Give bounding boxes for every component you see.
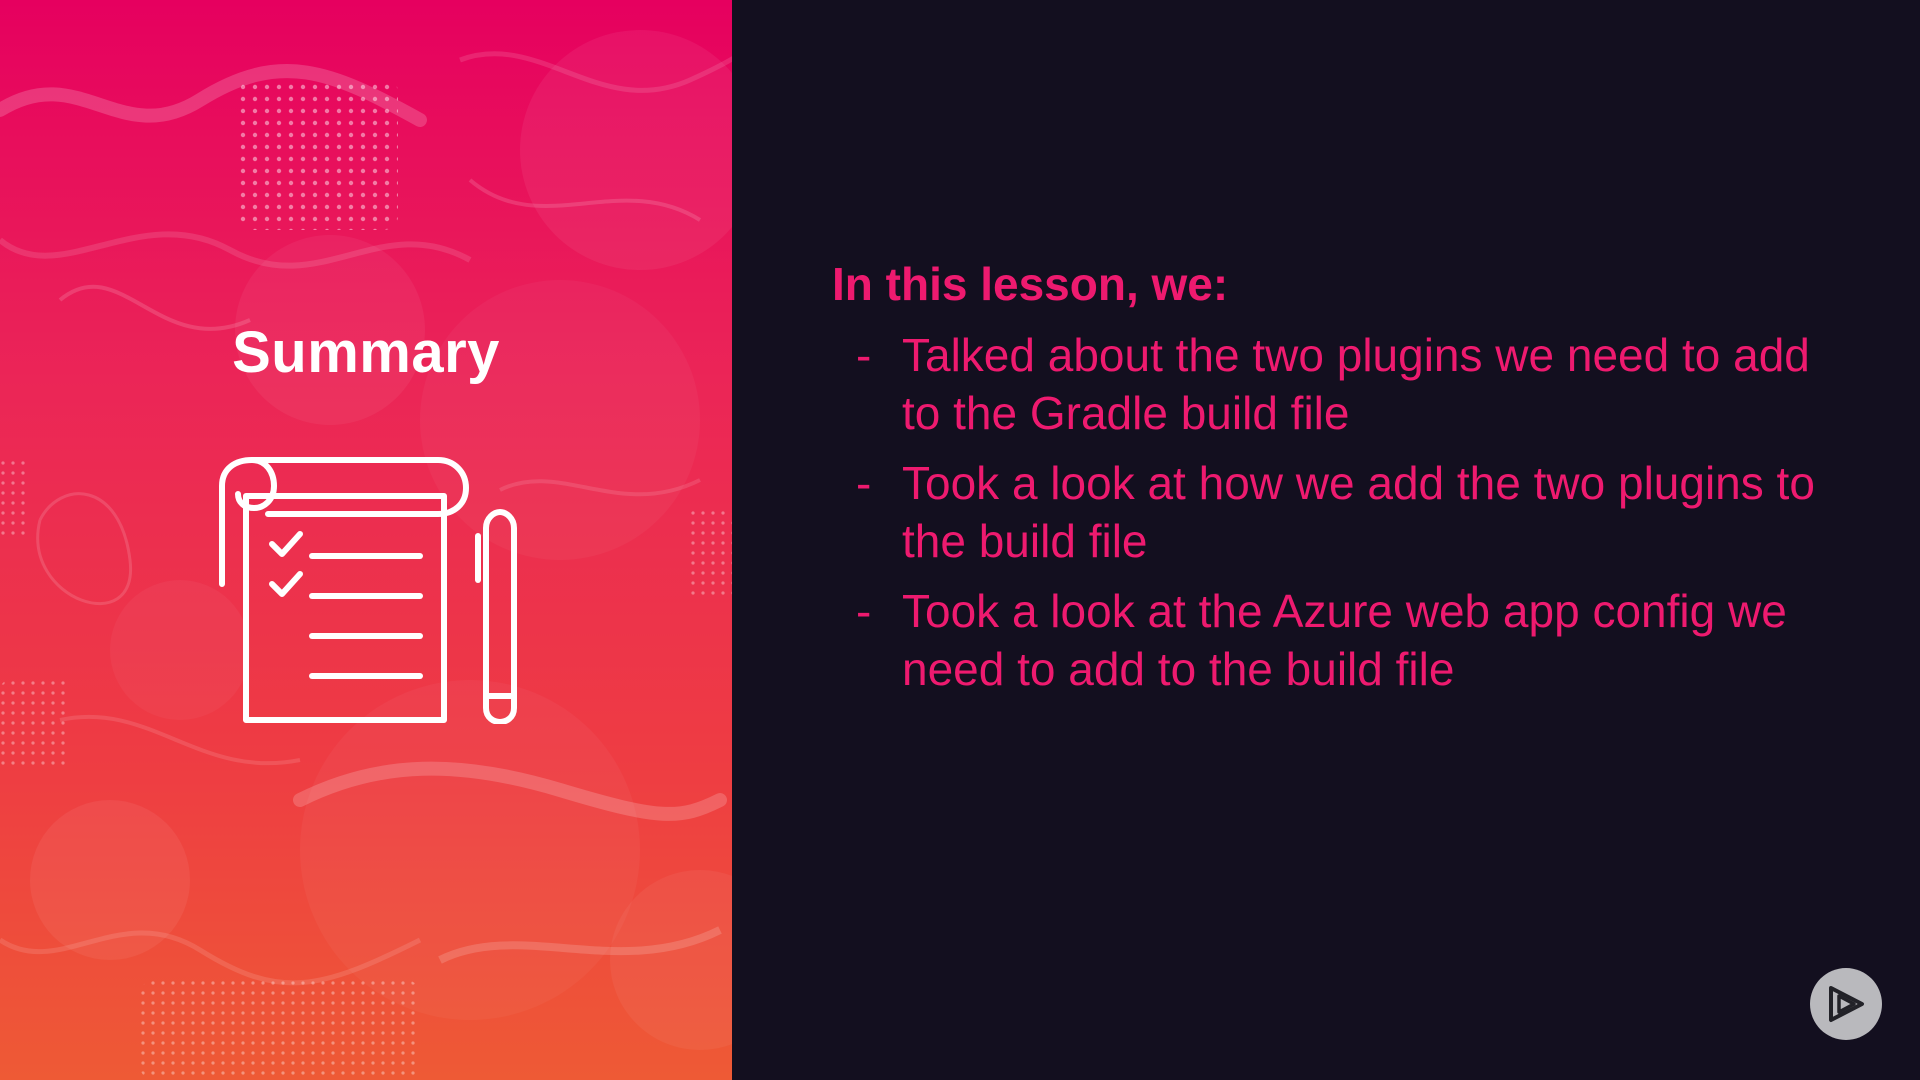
checklist-notepad-with-pen-icon xyxy=(219,457,517,724)
bullet-text: Took a look at the Azure web app config … xyxy=(902,585,1787,695)
play-logo-icon xyxy=(1829,986,1864,1022)
lesson-heading: In this lesson, we: xyxy=(832,258,1229,310)
list-item: - Took a look at how we add the two plug… xyxy=(856,454,1856,570)
summary-title: Summary xyxy=(232,320,500,385)
bullet-dash: - xyxy=(856,329,872,381)
bullet-dash: - xyxy=(856,585,872,637)
list-item: - Took a look at the Azure web app confi… xyxy=(856,582,1856,698)
decorative-background xyxy=(0,30,732,1080)
bullet-text: Took a look at how we add the two plugin… xyxy=(902,457,1815,567)
title-panel: Summary xyxy=(0,0,732,1080)
content-panel xyxy=(732,0,1920,1080)
bullet-text: Talked about the two plugins we need to … xyxy=(902,329,1810,439)
bullet-dash: - xyxy=(856,457,872,509)
list-item: - Talked about the two plugins we need t… xyxy=(856,326,1856,442)
player-logo-button[interactable] xyxy=(1810,968,1882,1040)
summary-bullet-list: - Talked about the two plugins we need t… xyxy=(856,326,1856,710)
